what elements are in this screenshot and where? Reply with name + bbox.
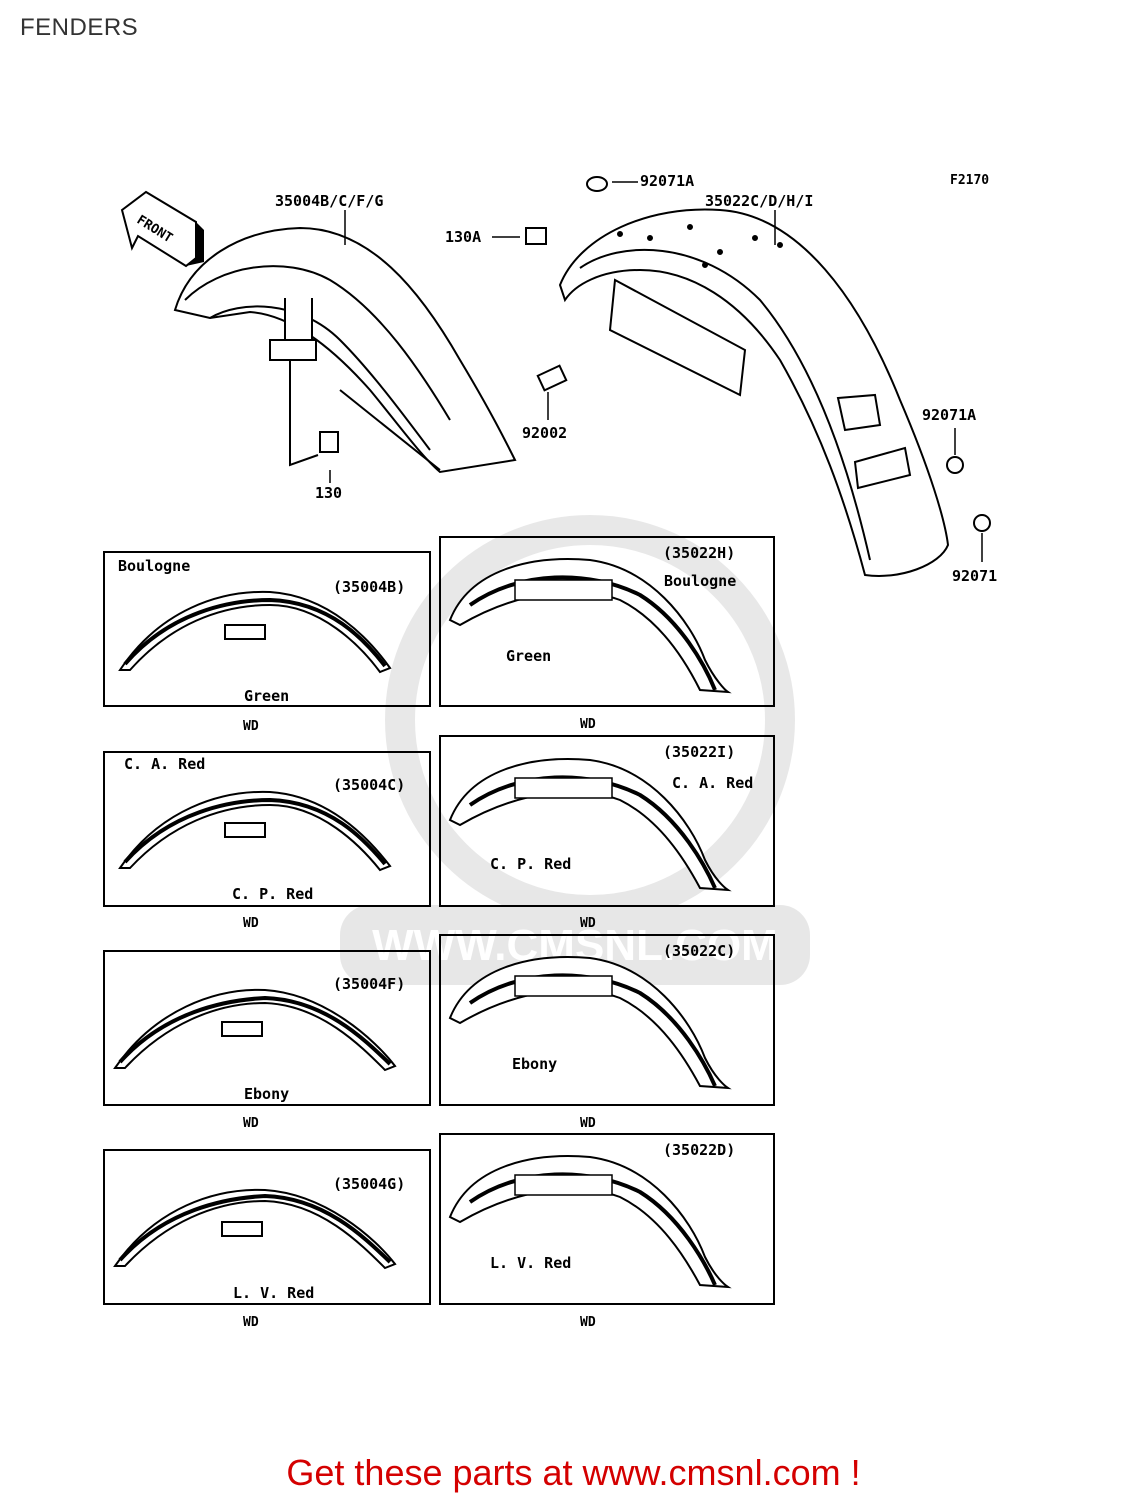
variant-tag: WD: [580, 717, 596, 732]
front-arrow: FRONT: [120, 190, 204, 268]
variant-color: L. V. Red: [233, 1284, 314, 1302]
front-variant-4: (35004G) L. V. Red WD: [103, 1149, 431, 1330]
variant-color: C. P. Red: [490, 855, 571, 873]
variant-tag: WD: [243, 916, 259, 931]
variant-code: (35004G): [333, 1175, 405, 1193]
variant-code: (35004B): [333, 578, 405, 596]
variant-tag: WD: [243, 1116, 259, 1131]
rear-variant-3: (35022C) Ebony WD: [439, 934, 775, 1131]
front-variant-2: C. A. Red (35004C) C. P. Red WD: [103, 751, 431, 931]
callout-92071A-top: 92071A: [640, 172, 694, 190]
watermark-logo: WWW.CMSNL.COM: [340, 515, 810, 985]
rear-fender-main: [558, 208, 950, 577]
variant-tag: WD: [243, 719, 259, 734]
variant-color: C. P. Red: [232, 885, 313, 903]
callout-92002: 92002: [522, 424, 567, 442]
page-title: FENDERS: [20, 14, 139, 41]
variant-color: Green: [506, 647, 551, 665]
diagram-code: F2170: [950, 173, 989, 188]
variant-code: (35022C): [663, 942, 735, 960]
variant-stripe: C. A. Red: [124, 755, 205, 773]
callout-130A: 130A: [445, 228, 481, 246]
front-variant-3: (35004F) Ebony WD: [103, 950, 431, 1131]
variant-code: (35004F): [333, 975, 405, 993]
variant-tag: WD: [243, 1315, 259, 1330]
callout-92071: 92071: [952, 567, 997, 585]
variant-color: Ebony: [512, 1055, 557, 1073]
variant-code: (35022D): [663, 1141, 735, 1159]
front-variant-1: Boulogne (35004B) Green WD: [103, 551, 431, 734]
variant-tag: WD: [580, 1315, 596, 1330]
variant-code: (35004C): [333, 776, 405, 794]
variant-tag: WD: [580, 1116, 596, 1131]
callout-front-fender: 35004B/C/F/G: [275, 192, 383, 210]
variant-code: (35022H): [663, 544, 735, 562]
variant-color: Ebony: [244, 1085, 289, 1103]
variant-stripe: C. A. Red: [672, 774, 753, 792]
fenders-diagram: WWW.CMSNL.COM F2170 FRONT 35004B/C/F/G 1…: [103, 172, 997, 1330]
callout-130: 130: [315, 484, 342, 502]
callout-rear-fender: 35022C/D/H/I: [705, 192, 813, 210]
rear-variant-2: (35022I) C. A. Red C. P. Red WD: [439, 735, 775, 931]
variant-stripe: Boulogne: [664, 572, 736, 590]
front-fender-main: [173, 226, 517, 474]
variant-code: (35022I): [663, 743, 735, 761]
cta-link[interactable]: Get these parts at www.cmsnl.com !: [286, 1452, 861, 1493]
variant-color: L. V. Red: [490, 1254, 571, 1272]
rear-variant-1: (35022H) Boulogne Green WD: [439, 536, 775, 732]
rear-variant-4: (35022D) L. V. Red WD: [439, 1133, 775, 1330]
variant-color: Green: [244, 687, 289, 705]
callout-92071A-side: 92071A: [922, 406, 976, 424]
variant-stripe: Boulogne: [118, 557, 190, 575]
variant-tag: WD: [580, 916, 596, 931]
